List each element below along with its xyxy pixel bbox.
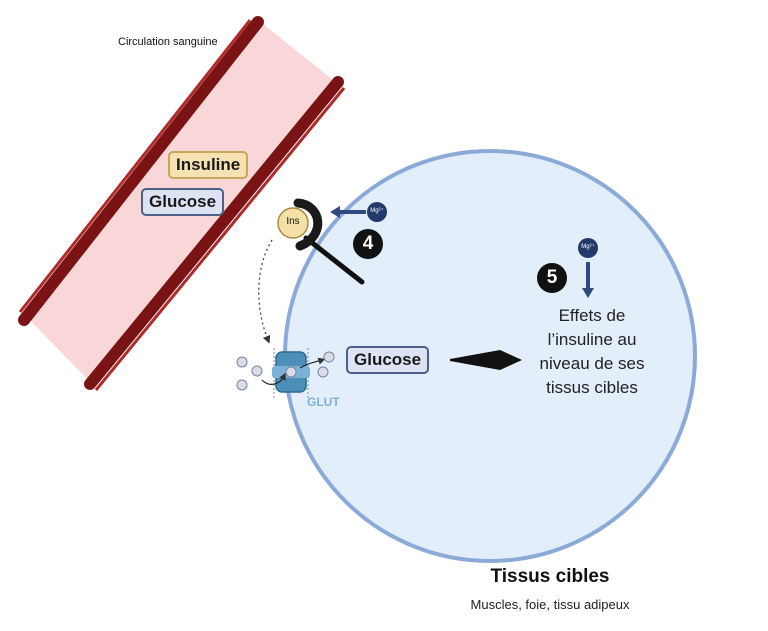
insulin-molecule-label: Ins [286, 216, 300, 227]
effects-line: l’insuline au [547, 330, 637, 349]
vessel-wall-upper-highlight [18, 19, 252, 313]
insulin-box: Insuline [168, 151, 249, 179]
effects-line: Effets de [558, 306, 626, 325]
insulin-receptor [277, 198, 365, 285]
caption-subtitle: Muscles, foie, tissu adipeux [470, 597, 630, 612]
glut-transporter [261, 348, 326, 398]
vessel-wall-upper [18, 16, 264, 326]
glut-glucose [285, 366, 297, 378]
glucose-molecule [317, 366, 329, 378]
blood-glucose-box: Glucose [141, 188, 225, 216]
step-5-badge: 5 [537, 263, 567, 293]
effect-arrow [450, 350, 522, 370]
mg-label-effects: Mg²⁺ [581, 244, 595, 250]
glut-arrow-in [261, 372, 286, 385]
mg-arrowhead-receptor [330, 206, 340, 218]
receptor-cup [293, 198, 323, 251]
mg-label-receptor: Mg²⁺ [370, 208, 384, 214]
insulin-molecule [277, 207, 309, 239]
effects-text: Effets de l’insuline au niveau de ses ti… [522, 304, 662, 400]
vessel-label: Circulation sanguine [118, 36, 218, 48]
caption-title: Tissus cibles [490, 566, 610, 587]
receptor-stem [303, 235, 365, 285]
glut-label: GLUT [307, 395, 340, 409]
cell-glucose-box: Glucose [346, 346, 430, 374]
glucose-molecule [236, 356, 248, 368]
glucose-molecule [236, 379, 248, 391]
vessel-wall-lower [84, 76, 344, 390]
effects-line: niveau de ses [539, 354, 645, 373]
mg-ion-receptor [367, 202, 387, 222]
signal-path [258, 239, 273, 344]
glucose-molecule [251, 365, 263, 377]
glucose-molecule [323, 351, 335, 363]
mg-arrowhead-effects [582, 288, 594, 298]
effects-line: tissus cibles [546, 378, 638, 397]
vessel-wall-lower-highlight [94, 87, 346, 391]
step-4-badge: 4 [353, 229, 383, 259]
mg-ion-effects [578, 238, 598, 258]
glut-arrow-out [299, 357, 326, 369]
